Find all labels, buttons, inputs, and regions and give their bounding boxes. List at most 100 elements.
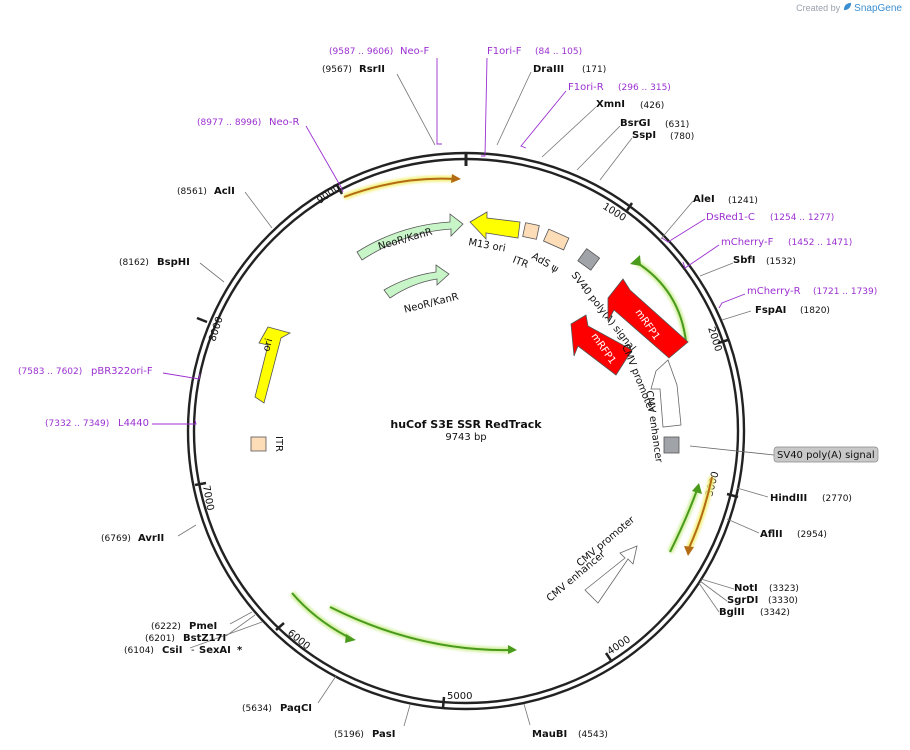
leader-bsrgi [576,125,621,171]
leader-xmni [541,106,597,158]
primer-neo-f-range: (9587 .. 9606) [329,47,393,57]
site-draiii-pos: (171) [582,65,606,75]
leader-mcherry-f [682,244,720,269]
tick-label-7000: 7000 [200,485,215,512]
site-bglii-name: BglII [719,607,745,618]
itr-left-label: ITR [273,436,284,452]
feature-arcs [289,174,715,654]
green-arc-right-top [635,261,687,343]
site-rsrii-name: RsrII [359,64,385,75]
green-arc-bottom-outer-arrowhead [345,634,356,643]
m13-ori-arrow [469,211,521,241]
site-bstz17i-name: BstZ17I [183,633,226,644]
tick-label-5000: 5000 [447,691,472,702]
primer-f1ori-r-range: (296 .. 315) [618,83,671,93]
leader-bglii [698,582,720,613]
leader-paqci [317,675,337,704]
leader-neo-r [305,125,344,193]
tick-5000 [441,696,446,709]
green-arc-right-arrowhead [692,483,702,494]
sv40-callout-leader [689,445,775,456]
site-sexai-star: * [237,645,243,656]
leader-dsred1-c [661,218,706,243]
sv40-top-box [577,248,601,271]
tick-label-9000: 9000 [315,183,342,207]
leader-draiii [496,71,532,146]
site-pmei-name: PmeI [189,621,217,632]
tick-9000 [335,184,344,195]
snapgene-credit: Created by SnapGene [796,2,902,14]
primer-pbr322ori-f-range: (7583 .. 7602) [18,367,82,377]
leader-l4440 [152,419,197,425]
primer-leader-lines [152,57,746,425]
site-bsrgi-pos: (631) [665,120,689,130]
site-leader-lines [177,71,769,727]
leader-mcherry-r [718,293,746,309]
leader-csii [189,621,263,649]
site-sexai-dash: - [191,645,195,656]
sv40-callout-box [773,446,879,463]
tick-label-1000: 1000 [600,201,627,224]
mrfp1-outer-arrow [607,278,689,359]
green-arc-bottom-inner [329,606,513,652]
primer-f1ori-f-name: F1ori-F [487,46,522,57]
site-acli-pos: (8561) [177,187,207,197]
leader-pasi [403,704,411,727]
leader-pmei [229,611,253,625]
itr-top-label: ITR [511,255,530,271]
orange-arc-right-arrowhead [684,546,694,556]
mrfp1-inner-arrow [570,314,633,376]
cmv-promoter-top-arrow [650,359,682,428]
tick-4000 [604,652,614,663]
site-bsrgi-name: BsrGI [620,118,650,129]
site-paqci-pos: (5634) [242,704,272,714]
neor-kanr-inner-label: NeoR/KanR [403,291,460,315]
credit-prefix: Created by [796,3,841,13]
tick-label-6000: 6000 [285,628,312,653]
site-bsphi-pos: (8162) [119,258,149,268]
site-noti-name: NotI [734,583,758,594]
site-acli-name: AclI [214,186,235,197]
site-csii-pos: (6104) [124,646,154,656]
site-sgrdi-name: SgrDI [727,595,758,606]
cmv-promoter-bottom-arrow [584,545,638,604]
leader-noti [700,578,735,590]
itr-left-box [250,436,267,452]
leader-sgrdi [699,580,728,602]
site-alei-pos: (1241) [728,196,758,206]
leader-acli [244,191,273,229]
site-avrii-pos: (6769) [101,534,131,544]
tick-1000 [624,202,634,213]
site-bglii-pos: (3342) [760,608,790,618]
primer-neo-r-name: Neo-R [269,117,300,128]
site-hindiii-pos: (2770) [822,494,852,504]
leader-hindiii [736,487,769,498]
primer-neo-r-range: (8977 .. 8996) [197,118,261,128]
tick-label-2000: 2000 [705,326,723,354]
site-fspai-pos: (1820) [800,306,830,316]
site-bstz17i-pos: (6201) [145,634,175,644]
primer-mcherry-r-name: mCherry-R [747,286,801,297]
site-xmni-pos: (426) [640,101,664,111]
green-arc-bottom-outer [291,592,351,639]
primer-l4440-range: (7332 .. 7349) [45,419,109,429]
site-paqci-name: PaqCI [280,703,312,714]
site-sexai-name: SexAI [199,645,231,656]
site-rsrii-pos: (9567) [322,65,352,75]
site-pmei-pos: (6222) [151,622,181,632]
site-aflii-pos: (2954) [797,530,827,540]
green-arc-right [669,489,698,553]
site-sbfi-name: SbfI [733,255,755,266]
leader-alei [659,200,694,241]
primer-mcherry-f-range: (1452 .. 1471) [788,238,852,248]
cmv-promoter-bottom-label: CMV promoter [575,514,638,569]
site-avrii-name: AvrII [138,533,164,544]
leader-rsrii [396,73,436,146]
leader-bstz17i [225,614,256,637]
site-alei-name: AleI [693,194,715,205]
leader-maubi [523,703,531,726]
scale-ticks [194,184,739,709]
site-noti-pos: (3323) [769,584,799,594]
tick-6000 [275,622,285,631]
